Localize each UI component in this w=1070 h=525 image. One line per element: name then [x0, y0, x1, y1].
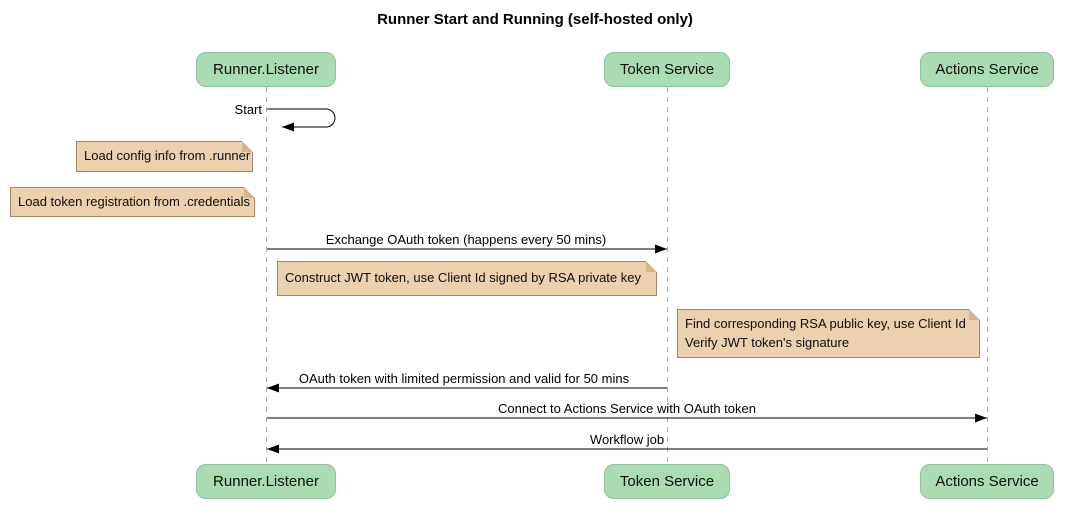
participant-actions-service-bottom: Actions Service — [920, 464, 1054, 499]
note-text: Load token registration from .credential… — [18, 193, 250, 209]
self-message-loop-start — [267, 108, 336, 132]
note-verify-jwt: Find corresponding RSA public key, use C… — [677, 309, 980, 358]
note-construct-jwt: Construct JWT token, use Client Id signe… — [277, 261, 657, 296]
participant-actions-service-top: Actions Service — [920, 52, 1054, 87]
note-text: Construct JWT token, use Client Id signe… — [285, 270, 641, 286]
diagram-title: Runner Start and Running (self-hosted on… — [377, 11, 693, 28]
message-label-exchange-oauth: Exchange OAuth token (happens every 50 m… — [325, 232, 607, 247]
participant-runner-listener-top: Runner.Listener — [196, 52, 336, 87]
participant-runner-listener-bottom: Runner.Listener — [196, 464, 336, 499]
note-text: Load config info from .runner — [84, 148, 251, 164]
participant-token-service-bottom: Token Service — [604, 464, 730, 499]
message-label-start: Start — [234, 102, 262, 117]
note-load-token-registration: Load token registration from .credential… — [10, 187, 255, 217]
message-label-workflow-job: Workflow job — [589, 432, 665, 447]
participant-token-service-top: Token Service — [604, 52, 730, 87]
message-label-oauth-token-return: OAuth token with limited permission and … — [298, 371, 630, 386]
note-load-config: Load config info from .runner — [76, 141, 253, 172]
message-label-connect-actions: Connect to Actions Service with OAuth to… — [498, 401, 756, 416]
note-text-line1: Find corresponding RSA public key, use C… — [685, 315, 966, 331]
note-text-line2: Verify JWT token's signature — [685, 334, 850, 350]
